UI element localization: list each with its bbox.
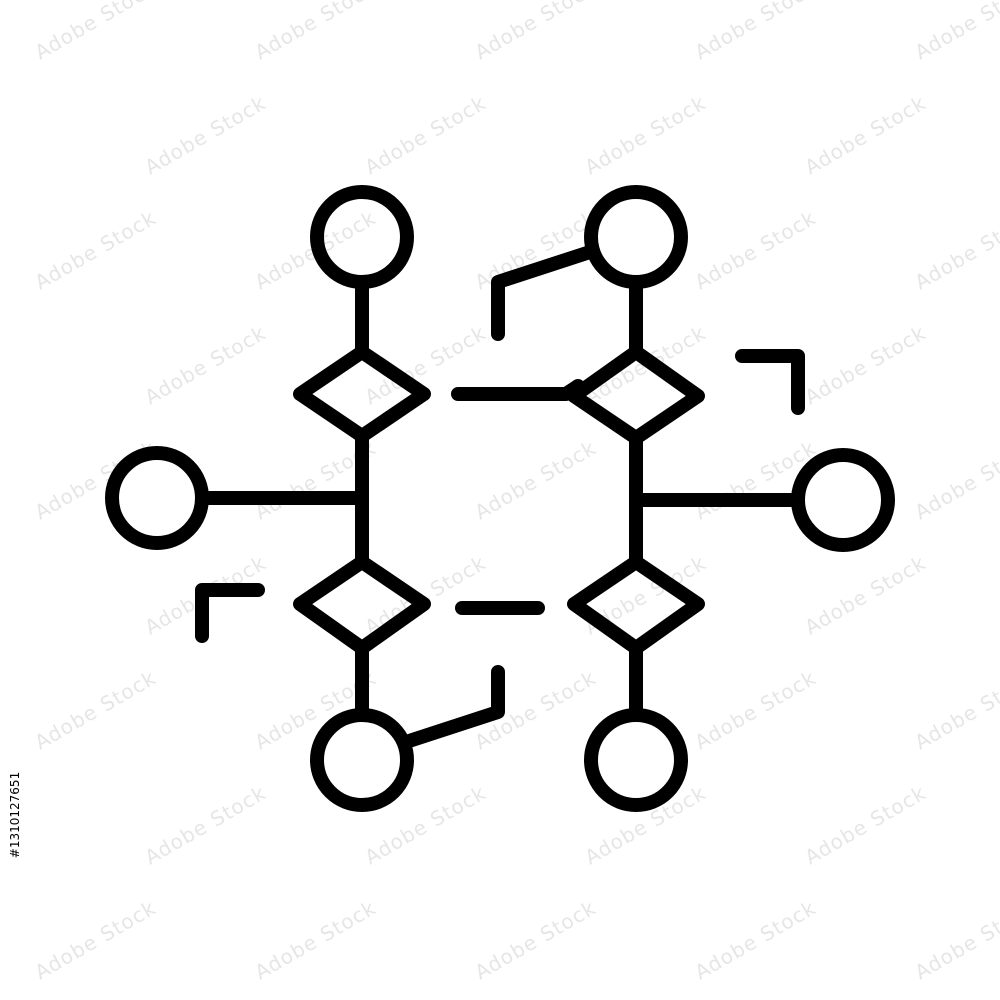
connector-middle-upper — [451, 379, 585, 401]
hook-bottom-center — [399, 665, 505, 749]
watermark-text: Adobe Stock — [31, 206, 161, 295]
watermark-text: Adobe Stock — [361, 91, 491, 180]
watermark-text: Adobe Stock — [31, 0, 161, 64]
stock-id-text: #1310127651 — [8, 771, 22, 859]
watermark-text: Adobe Stock — [471, 0, 601, 64]
bracket-lower-left — [195, 583, 265, 643]
watermark-text: Adobe Stock — [801, 781, 931, 870]
flowchart-network-icon — [105, 185, 895, 812]
watermark-text: Adobe Stock — [691, 206, 821, 295]
watermark-text: Adobe Stock — [911, 206, 1000, 295]
watermark-text: Adobe Stock — [801, 91, 931, 180]
bottom-right-node-circle — [584, 708, 688, 812]
top-right-node-circle — [584, 185, 688, 289]
watermark-text: Adobe Stock — [471, 436, 601, 525]
watermark-text: Adobe Stock — [911, 666, 1000, 755]
watermark-text: Adobe Stock — [31, 896, 161, 985]
watermark-text: Adobe Stock — [691, 666, 821, 755]
bottom-left-node-circle — [310, 708, 414, 812]
watermark-text: Adobe Stock — [911, 0, 1000, 64]
hook-top-center — [491, 245, 597, 341]
watermark-text: Adobe Stock — [691, 896, 821, 985]
right-node-circle — [791, 448, 895, 552]
watermark-text: Adobe Stock — [141, 781, 271, 870]
watermark-text: Adobe Stock — [911, 436, 1000, 525]
watermark-text: Adobe Stock — [581, 91, 711, 180]
watermark-text: Adobe Stock — [911, 896, 1000, 985]
watermark-text: Adobe Stock — [361, 551, 491, 640]
stock-id-label: #1310127651 — [4, 760, 26, 870]
watermark-text: Adobe Stock — [141, 91, 271, 180]
watermark-text: Adobe Stock — [691, 0, 821, 64]
watermark-text: Adobe Stock — [141, 321, 271, 410]
watermark-text: Adobe Stock — [251, 896, 381, 985]
watermark-text: Adobe Stock — [801, 321, 931, 410]
watermark-text: Adobe Stock — [251, 0, 381, 64]
watermark-text: Adobe Stock — [31, 666, 161, 755]
bracket-upper-right — [735, 349, 805, 415]
left-node-circle — [105, 446, 209, 550]
watermark-text: Adobe Stock — [801, 551, 931, 640]
watermark-text: Adobe Stock — [471, 896, 601, 985]
